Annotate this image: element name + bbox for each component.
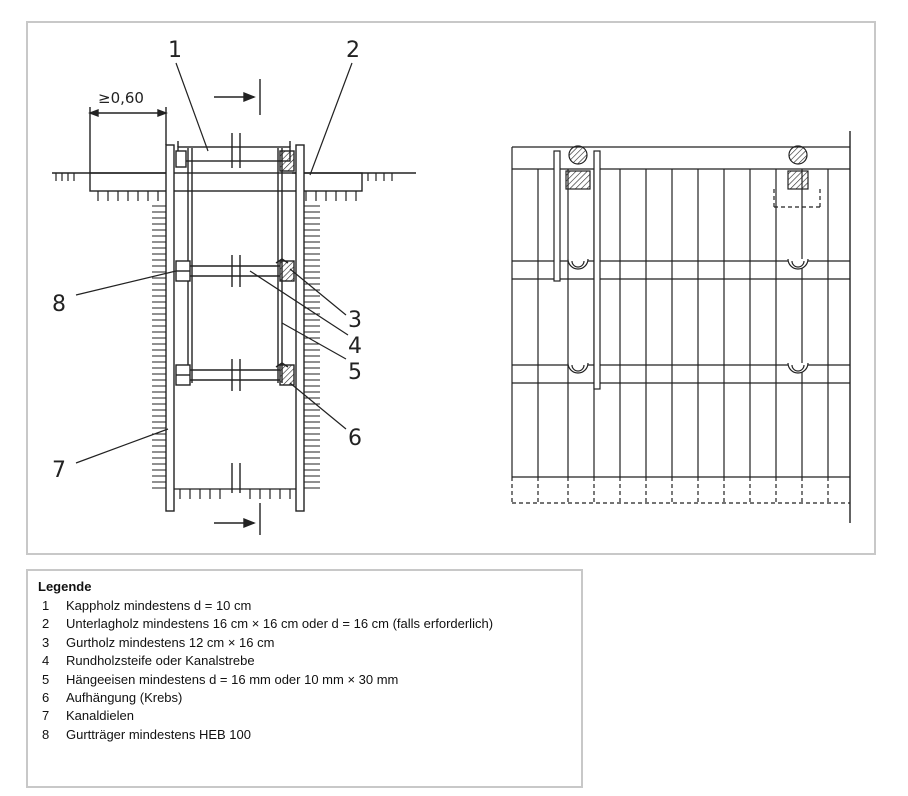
technical-drawing: 1 2 3 4 5 6 7 8 ≥0,60 [26,21,876,555]
dimension-label: ≥0,60 [98,89,144,107]
trench-bottom [174,488,298,499]
callout-3: 3 [348,308,362,333]
legend-item-8: 8 Gurtträger mindestens HEB 100 [42,726,251,742]
gurttraeger [175,150,191,386]
aufhaengung [275,258,289,264]
kanaldiele-right [295,144,305,512]
callout-1: 1 [168,38,182,63]
callout-labels: 1 2 3 4 5 6 7 8 [52,38,362,483]
legend-item-6: 6 Aufhängung (Krebs) [42,690,183,706]
section-arrow-bottom [214,503,261,535]
kanaldielen-planks [537,169,829,477]
dimension-line [88,107,168,173]
gurtholz-top [279,150,295,172]
legend-item-1: 1 Kappholz mindestens d = 10 cm [42,598,252,613]
elevation-view [511,131,851,523]
callout-8: 8 [52,292,66,317]
callout-7: 7 [52,458,66,483]
elev-gurtholz-right [787,170,809,190]
callout-6: 6 [348,426,362,451]
cross-section-view [52,62,416,535]
planks-continuation [511,189,850,504]
legend-item-4: 4 Rundholzsteife oder Kanalstrebe [42,653,255,669]
leader-lines [75,62,353,464]
legend-item-2: 2 Unterlagholz mindestens 16 cm × 16 cm … [42,616,494,632]
elev-kappholz-left [568,145,588,165]
section-arrow-top [214,79,261,115]
callout-2: 2 [346,38,360,63]
callout-4: 4 [348,334,362,359]
legend-title: Legende [38,579,92,594]
legend-item-7: 7 Kanaldielen [42,708,134,724]
rundholzsteife [190,255,280,493]
elev-strut-ends [567,258,809,374]
kappholz [177,146,291,162]
unterlagholz [89,172,363,192]
elev-gurtholz-left [565,170,591,190]
gurtholz-low [279,364,295,386]
kanaldiele-left [165,144,175,512]
trench-wall-right [300,201,320,491]
elev-kappholz-right [788,145,808,165]
gurtholz-mid [279,260,295,282]
legend-item-3: 3 Gurtholz mindestens 12 cm × 16 cm [42,634,275,650]
legend-item-5: 5 Hängeeisen mindestens d = 16 mm oder 1… [42,671,399,687]
elev-haengeeisen [553,150,561,282]
callout-5: 5 [348,360,362,385]
legend: Legende 1 Kappholz mindestens d = 10 cm … [26,569,583,788]
